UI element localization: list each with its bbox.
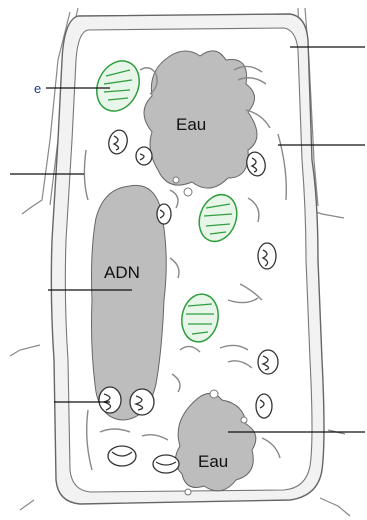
vacuole-top-label: Eau xyxy=(176,115,206,134)
nucleus xyxy=(92,185,167,420)
vacuole-bottom-label: Eau xyxy=(198,452,228,471)
nucleus-label: ADN xyxy=(104,263,140,282)
chloroplast-label-fragment: e xyxy=(34,81,41,96)
